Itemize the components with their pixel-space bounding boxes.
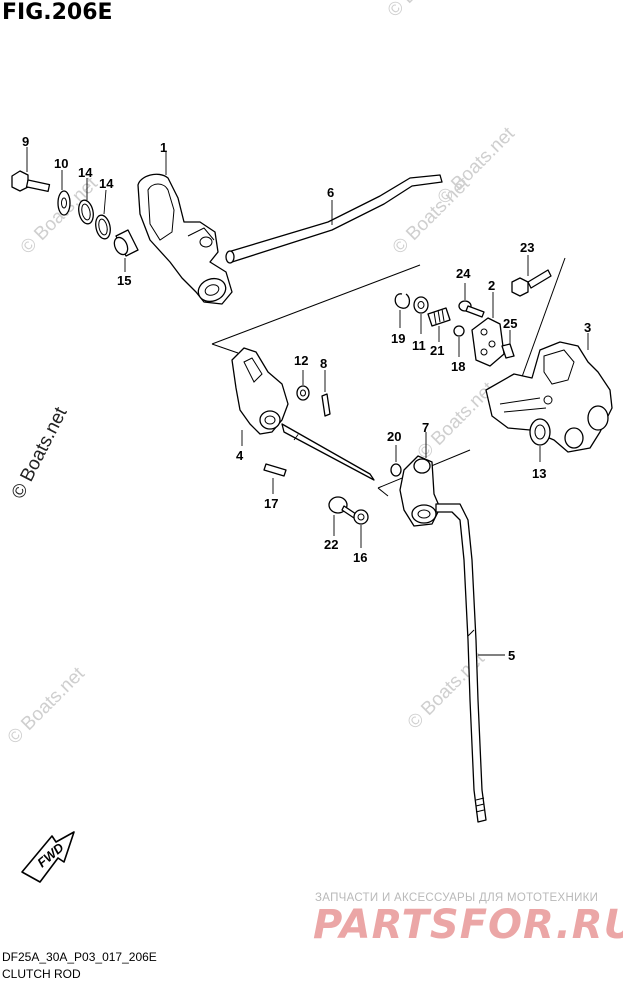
part-callout: 21 [430, 343, 444, 358]
part-callout: 13 [532, 466, 546, 481]
rod-part-6 [225, 174, 443, 264]
gasket-part-13 [529, 418, 551, 462]
shop-logo: PARTSFOR.RU [313, 902, 623, 948]
washer-part-12 [296, 370, 310, 401]
part-callout: 14 [99, 176, 114, 191]
washer-part-16 [353, 509, 369, 548]
part-callout: 19 [391, 331, 405, 346]
part-callout: 10 [54, 156, 68, 171]
part-callout: 8 [320, 356, 327, 371]
rod-part-5 [435, 503, 505, 823]
o-ring-part-14 [95, 189, 111, 240]
watermark: © Boats.net [384, 0, 470, 22]
washer-part-10 [57, 170, 71, 216]
part-callout: 15 [117, 273, 131, 288]
bolt-part-9 [11, 147, 51, 193]
bolt-part-22 [328, 496, 357, 536]
diagram-code: DF25A_30A_P03_017_206E [2, 950, 157, 964]
clip-ring-part-19 [394, 293, 411, 328]
screw-part-24 [458, 283, 485, 318]
part-callout: 2 [488, 278, 495, 293]
bolt-part-23 [511, 255, 552, 297]
part-callout: 20 [387, 429, 401, 444]
watermark: © Boats.net [8, 403, 72, 502]
part-callout: 14 [78, 165, 93, 180]
detent-plate-part-2 [471, 292, 505, 367]
part-callout: 18 [451, 359, 465, 374]
part-callout: 4 [236, 448, 244, 463]
part-callout: 11 [412, 338, 426, 353]
bushing-part-15 [113, 229, 139, 272]
diagram-name: CLUTCH ROD [2, 967, 81, 981]
part-callout: 23 [520, 240, 534, 255]
roller-part-25 [501, 330, 515, 359]
part-callout: 25 [503, 316, 517, 331]
callout-labels: 1 2 3 4 5 6 7 8 9 10 11 12 13 14 14 15 1… [22, 134, 591, 663]
part-callout: 17 [264, 496, 278, 511]
part-callout: 12 [294, 353, 308, 368]
shift-lever-part-1 [137, 152, 233, 305]
housing-part-3 [485, 333, 613, 453]
lever-joint-part-7 [399, 432, 441, 527]
o-ring-part-14 [78, 178, 94, 225]
pin-part-17 [263, 463, 287, 494]
part-callout: 9 [22, 134, 29, 149]
part-callout: 16 [353, 550, 367, 565]
watermark: © Boats.net [4, 663, 90, 749]
part-callout: 1 [160, 140, 167, 155]
part-callout: 22 [324, 537, 338, 552]
washer-part-11 [413, 296, 429, 334]
part-callout: 5 [508, 648, 515, 663]
part-callout: 6 [327, 185, 334, 200]
ball-part-18 [453, 325, 465, 357]
part-callout: 3 [584, 320, 591, 335]
spring-part-21 [427, 307, 451, 342]
shop-tagline: ЗАПЧАСТИ И АКСЕССУАРЫ ДЛЯ МОТОТЕХНИКИ [315, 892, 599, 904]
bracket-part-4 [231, 347, 375, 481]
cotter-pin-part-8 [321, 370, 331, 417]
part-callout: 24 [456, 266, 471, 281]
part-callout: 7 [422, 420, 429, 435]
watermark: © Boats.net [434, 123, 520, 209]
figure-title: FIG.206E [2, 0, 113, 25]
nut-part-20 [390, 445, 402, 477]
forward-arrow-icon: FWD [21, 831, 75, 883]
